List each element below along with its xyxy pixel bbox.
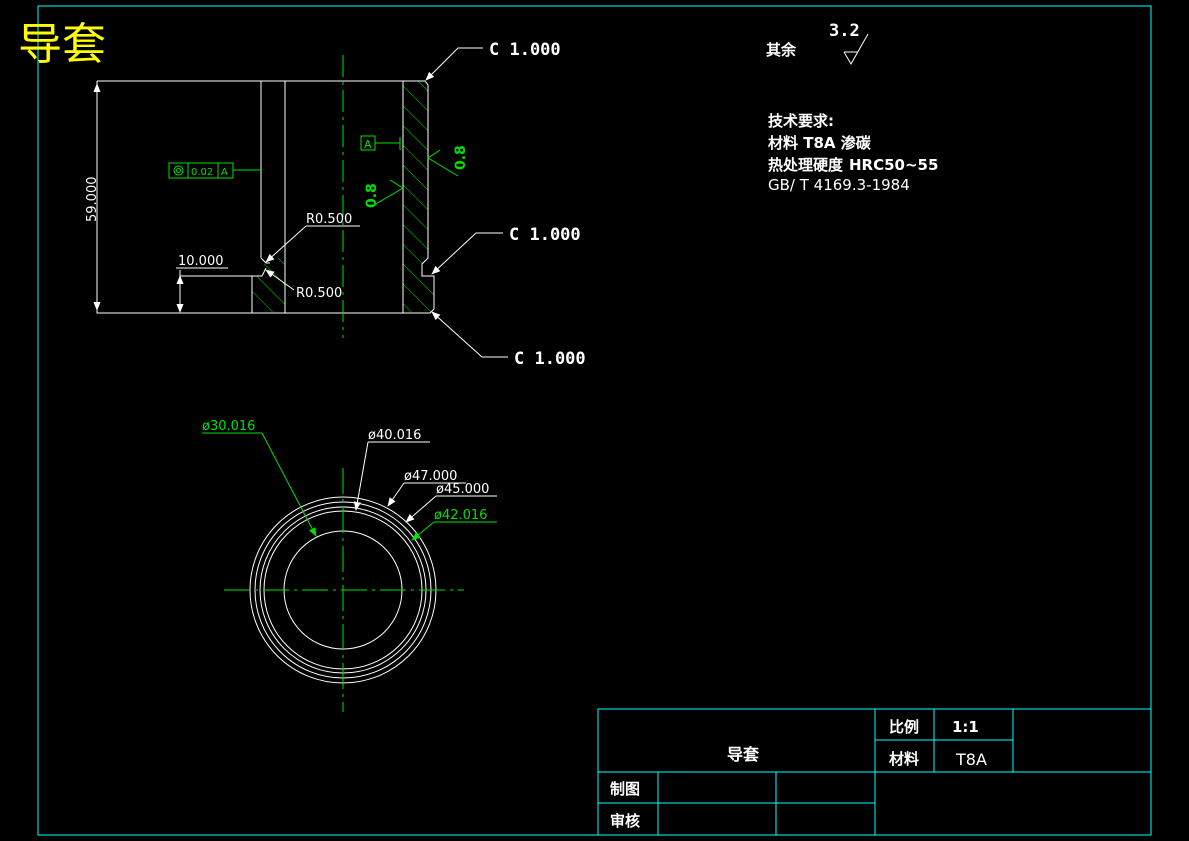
chamfer-top-text: C 1.000 xyxy=(489,40,561,60)
part-name: 导套 xyxy=(727,745,760,764)
svg-text:0.8: 0.8 xyxy=(364,183,380,208)
svg-text:3.2: 3.2 xyxy=(829,21,860,41)
chamfer-bottom-text: C 1.000 xyxy=(514,349,586,369)
edge xyxy=(252,267,267,277)
material-value: T8A xyxy=(955,750,987,769)
front-view: 59.000 10.000 R0.500 R0.500 C 1.000 C 1.… xyxy=(85,40,586,369)
drawn-label: 制图 xyxy=(610,780,640,798)
material-label: 材料 xyxy=(889,750,919,768)
svg-text:0.8: 0.8 xyxy=(453,145,469,170)
technical-requirements: 技术要求: 材料 T8A 渗碳 热处理硬度 HRC50~55 GB/ T 416… xyxy=(768,112,938,194)
dim-d47: ø47.000 xyxy=(404,469,457,484)
svg-text:A: A xyxy=(221,167,228,178)
dim-d45: ø45.000 xyxy=(436,482,489,497)
dim-d40: ø40.016 xyxy=(368,428,421,443)
step-dim-text: 10.000 xyxy=(178,254,224,269)
svg-text:热处理硬度: 热处理硬度 xyxy=(768,156,844,174)
scale-label: 比例 xyxy=(889,718,919,736)
hatch-right-wall xyxy=(403,81,434,312)
edge xyxy=(260,257,270,264)
radius-upper-text: R0.500 xyxy=(306,212,352,227)
dim-d30: ø30.016 xyxy=(202,419,255,434)
chamfer-mid-text: C 1.000 xyxy=(509,225,581,245)
datum-a: A xyxy=(360,135,401,151)
dim-d42: ø42.016 xyxy=(434,508,487,523)
svg-text:技术要求:: 技术要求: xyxy=(768,112,834,130)
svg-text:0.02: 0.02 xyxy=(191,167,213,178)
roughness-inner: 0.8 xyxy=(364,179,404,208)
height-dim-text: 59.000 xyxy=(85,177,100,223)
checked-label: 审核 xyxy=(610,812,640,830)
border-frame xyxy=(37,5,1152,836)
top-view: ø30.016 ø40.016 ø47.000 ø45.000 ø42.016 xyxy=(202,419,497,712)
svg-text:HRC50~55: HRC50~55 xyxy=(849,156,938,174)
svg-text:GB/ T 4169.3-1984: GB/ T 4169.3-1984 xyxy=(768,176,910,194)
hatch-left-wall xyxy=(252,81,285,312)
svg-text:A: A xyxy=(364,138,372,151)
scale-value: 1:1 xyxy=(952,718,979,736)
svg-text:其余: 其余 xyxy=(766,41,797,59)
roughness-other: 其余 3.2 xyxy=(766,21,869,66)
title-block xyxy=(597,708,1152,836)
radius-lower-text: R0.500 xyxy=(296,286,342,301)
svg-text:材料 T8A 渗碳: 材料 T8A 渗碳 xyxy=(768,134,872,152)
drawing-title: 导套 xyxy=(18,19,106,70)
roughness-outer: 0.8 xyxy=(427,145,469,177)
coaxiality-frame: 0.02 A xyxy=(168,162,261,179)
